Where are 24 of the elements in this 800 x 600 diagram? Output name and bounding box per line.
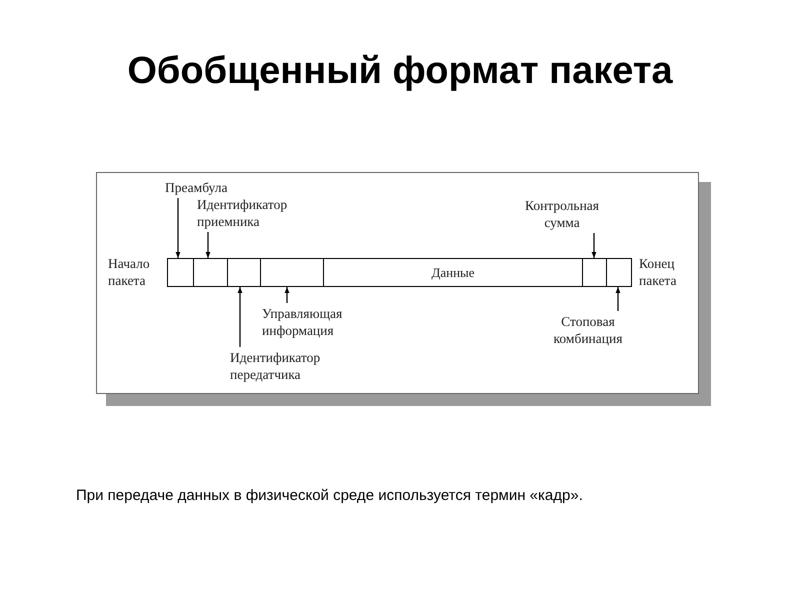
arrow bbox=[176, 198, 180, 258]
end-label: Начало пакета bbox=[108, 255, 151, 289]
packet-field bbox=[167, 258, 194, 287]
arrow bbox=[238, 287, 242, 347]
callout-label: Идентификатор передатчика bbox=[230, 349, 342, 383]
packet-field bbox=[606, 258, 632, 287]
packet-field bbox=[260, 258, 324, 287]
callout-label: Преамбула bbox=[165, 179, 255, 196]
data-field bbox=[323, 258, 583, 287]
callout-label: Управляющая информация bbox=[262, 305, 362, 339]
arrow bbox=[616, 287, 620, 311]
callout-label: Стоповая комбинация bbox=[540, 313, 636, 347]
field-label: Данные bbox=[431, 264, 475, 280]
arrow bbox=[206, 232, 210, 258]
end-label: Конец пакета bbox=[639, 255, 678, 289]
caption: При передаче данных в физической среде используется термин «кадр». bbox=[76, 487, 583, 504]
arrow bbox=[284, 287, 290, 303]
arrow bbox=[592, 233, 596, 258]
title: Обобщенный формат пакета bbox=[126, 50, 674, 93]
callout-label: Контрольная сумма bbox=[514, 197, 610, 231]
packet-field bbox=[227, 258, 261, 287]
packet-field bbox=[582, 258, 607, 287]
packet-field bbox=[193, 258, 228, 287]
callout-label: Идентификатор приемника bbox=[197, 196, 297, 230]
